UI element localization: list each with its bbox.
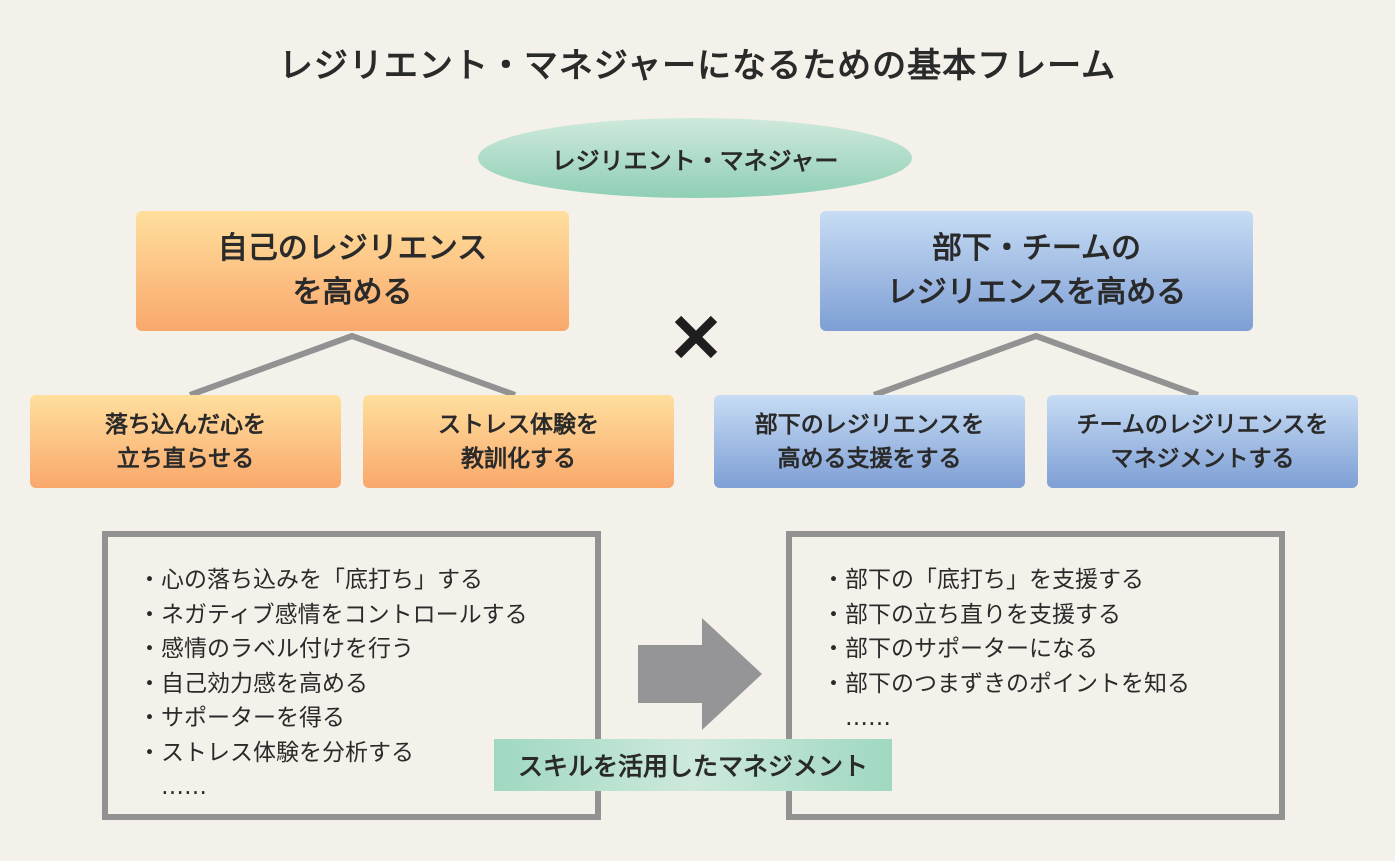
- team-resilience-box: 部下・チームの レジリエンスを高める: [820, 211, 1253, 331]
- sub-box-support-subordinates: 部下のレジリエンスを 高める支援をする: [714, 395, 1025, 488]
- top-node-label: レジリエント・マネジャー: [551, 146, 839, 175]
- list-item: 部下のサポーターになる: [822, 632, 1279, 667]
- self-skills-list: 心の落ち込みを「底打ち」する ネガティブ感情をコントロールする 感情のラベル付け…: [138, 563, 595, 805]
- sub-box-label: 部下のレジリエンスを 高める支援をする: [754, 411, 985, 472]
- list-more: ……: [161, 774, 207, 800]
- self-resilience-box: 自己のレジリエンス を高める: [136, 211, 569, 331]
- list-item: 部下のつまずきのポイントを知る: [822, 667, 1279, 702]
- list-item: 感情のラベル付けを行う: [138, 632, 595, 667]
- list-item: 自己効力感を高める: [138, 667, 595, 702]
- list-item: ストレス体験を分析する: [138, 736, 595, 771]
- team-skills-list: 部下の「底打ち」を支援する 部下の立ち直りを支援する 部下のサポーターになる 部…: [822, 563, 1279, 736]
- sub-box-label: チームのレジリエンスを マネジメントする: [1076, 411, 1329, 472]
- skill-management-banner: スキルを活用したマネジメント: [494, 739, 892, 791]
- sub-box-label: 落ち込んだ心を 立ち直らせる: [105, 411, 266, 472]
- arrow-shape: [638, 618, 762, 730]
- list-item: 部下の「底打ち」を支援する: [822, 563, 1279, 598]
- self-resilience-label: 自己のレジリエンス を高める: [217, 231, 488, 310]
- list-item: サポーターを得る: [138, 701, 595, 736]
- top-node-resilient-manager: レジリエント・マネジャー: [478, 118, 912, 198]
- sub-box-manage-team-resilience: チームのレジリエンスを マネジメントする: [1047, 395, 1358, 488]
- left-branch-connector: [188, 332, 517, 398]
- sub-box-label: ストレス体験を 教訓化する: [438, 411, 599, 472]
- diagram-title: レジリエント・マネジャーになるための基本フレーム: [278, 46, 1117, 86]
- sub-box-learn-from-stress: ストレス体験を 教訓化する: [363, 395, 674, 488]
- right-branch-connector: [872, 332, 1200, 398]
- cross-icon: [664, 305, 728, 369]
- list-item: 部下の立ち直りを支援する: [822, 598, 1279, 633]
- team-resilience-label: 部下・チームの レジリエンスを高める: [886, 231, 1187, 310]
- skill-management-label: スキルを活用したマネジメント: [517, 752, 868, 781]
- list-item: ネガティブ感情をコントロールする: [138, 598, 595, 633]
- list-more: ……: [845, 705, 891, 731]
- sub-box-recover-from-depression: 落ち込んだ心を 立ち直らせる: [30, 395, 341, 488]
- list-item: 心の落ち込みを「底打ち」する: [138, 563, 595, 598]
